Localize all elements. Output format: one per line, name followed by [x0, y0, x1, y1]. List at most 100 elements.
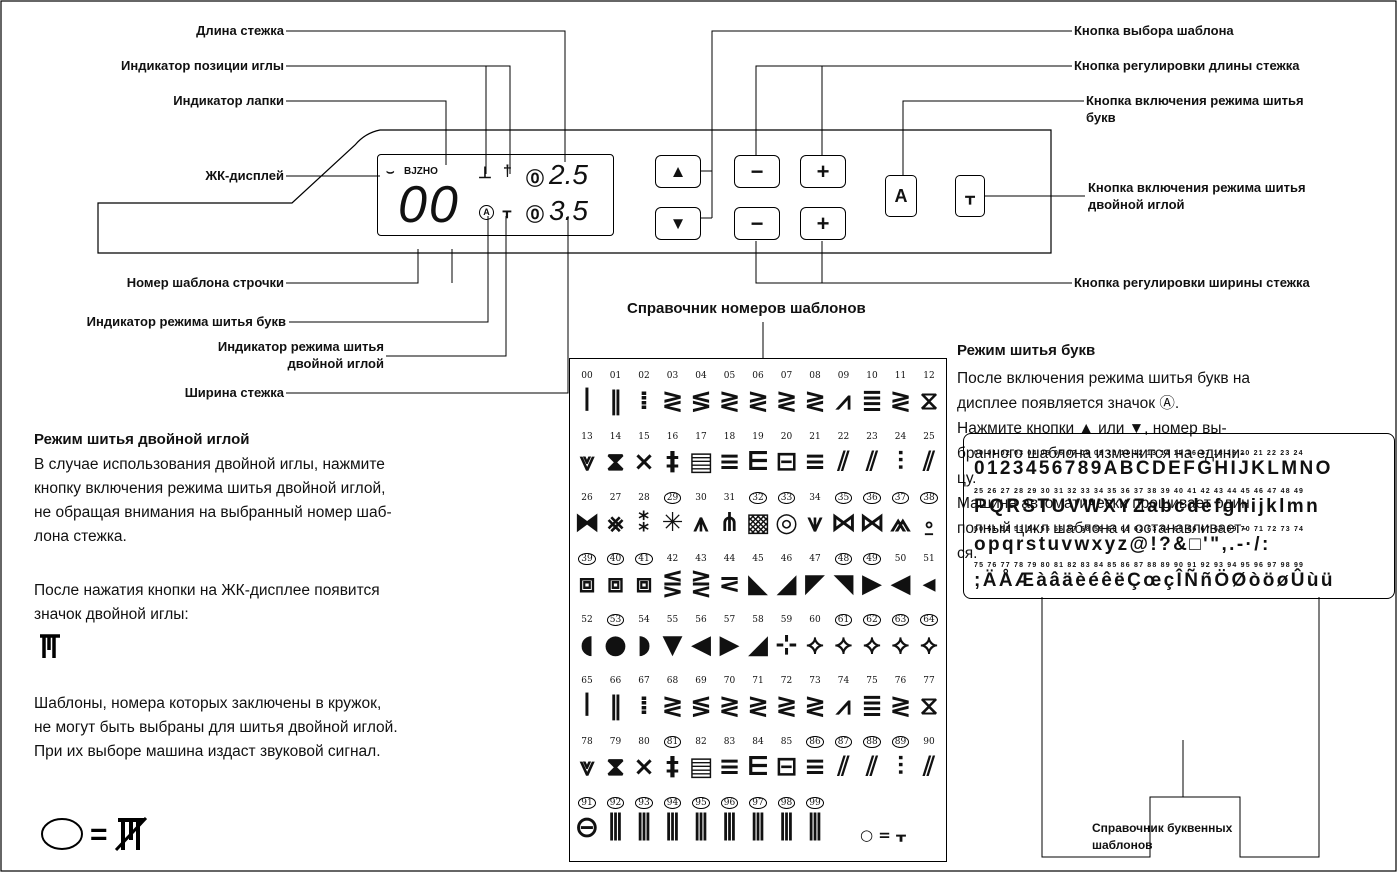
label-width-adjust-button: Кнопка регулировки ширины стежка: [1074, 275, 1310, 290]
stitch-pattern-icon: ‖: [609, 386, 622, 416]
foot-code: BJZHO: [404, 166, 438, 177]
pattern-cell: 37⩕: [888, 487, 914, 541]
pattern-number: 68: [666, 676, 679, 686]
stitch-pattern-icon: ◀: [890, 569, 911, 599]
alpha-char-row: opqrstuvwxyz@!?&□'",.-·/:: [974, 534, 1271, 555]
pattern-digits: 00: [398, 176, 460, 234]
alpha-number-row: 00 01 02 03 04 05 06 07 08 09 10 11 12 1…: [974, 450, 1304, 457]
label-twin-needle-indicator-line1: Индикатор режима шитья: [217, 339, 384, 354]
label-twin-needle-button-line1: Кнопка включения режима шитья: [1088, 180, 1306, 195]
pattern-number: 85: [780, 737, 793, 747]
length-plus-button[interactable]: +: [800, 155, 846, 188]
width-minus-button[interactable]: −: [734, 207, 780, 240]
stitch-pattern-icon: ⋈: [859, 508, 885, 538]
pattern-number: 47: [809, 554, 821, 564]
stitch-pattern-icon: ●: [604, 630, 627, 660]
twin-p2-line: значок двойной иглы:: [34, 606, 189, 623]
pattern-cell: 19⋿: [745, 426, 771, 480]
stitch-pattern-icon: ⫶: [897, 447, 904, 477]
pattern-cell: 25⫽: [916, 426, 942, 480]
pattern-cell: 29✳: [660, 487, 686, 541]
stitch-pattern-icon: ⧓: [574, 508, 600, 538]
pattern-down-button[interactable]: ▼: [655, 207, 701, 240]
stitch-pattern-icon: ⊟: [775, 752, 798, 782]
pattern-cell: 03≷: [660, 365, 686, 419]
stitch-pattern-icon: ⫶: [897, 752, 904, 782]
pattern-number: 67: [638, 676, 650, 686]
pattern-cell: 01‖: [603, 365, 629, 419]
circle-equals-no-twin-needle-icon: =: [40, 812, 180, 861]
label-pattern-select-button: Кнопка выбора шаблона: [1074, 23, 1234, 38]
pattern-number: 76: [894, 676, 907, 686]
stitch-pattern-icon: 〡: [574, 386, 601, 416]
pattern-cell: 73≷: [802, 670, 828, 724]
pattern-cell: 33◎: [774, 487, 800, 541]
twin-needle-icon: ᚁ: [503, 203, 511, 220]
stitch-pattern-icon: ⨯: [633, 752, 655, 782]
letter-mode-button[interactable]: A: [885, 175, 917, 217]
label-foot-indicator: Индикатор лапки: [173, 93, 284, 108]
alpha-char-row: 0123456789ABCDEFGHIJKLMNO: [974, 458, 1333, 479]
stitch-pattern-icon: ≡: [718, 447, 741, 477]
twin-p2-line: После нажатия кнопки на ЖК-дисплее появи…: [34, 582, 380, 599]
stitch-pattern-icon: ≷: [804, 691, 826, 721]
pattern-number: 05: [723, 371, 736, 381]
pattern-number: 63: [891, 614, 910, 626]
pattern-number: 21: [809, 432, 821, 442]
pattern-number: 88: [863, 736, 881, 748]
pattern-cell: 04≶: [688, 365, 714, 419]
stitch-pattern-icon: ⧈: [635, 569, 653, 599]
width-plus-button[interactable]: +: [800, 207, 846, 240]
stitch-pattern-icon: ⋛: [690, 569, 712, 599]
pattern-cell: 11≷: [888, 365, 914, 419]
pattern-cell: 50◀: [888, 548, 914, 602]
pattern-cell: 12⧖: [916, 365, 942, 419]
pattern-number: 26: [581, 493, 593, 503]
pattern-cell: 70≷: [717, 670, 743, 724]
pattern-number: 24: [894, 432, 907, 442]
pattern-cell: 87⫽: [831, 731, 857, 785]
pattern-number: 51: [923, 554, 935, 564]
pattern-cell: 90⫽: [916, 731, 942, 785]
stitch-pattern-icon: ◖: [580, 630, 594, 660]
stitch-pattern-icon: ≷: [747, 386, 769, 416]
stitch-pattern-icon: ‖: [609, 691, 622, 721]
pattern-number: 20: [780, 432, 793, 442]
pattern-cell: 02⁞: [631, 365, 657, 419]
stitch-pattern-icon: ▶: [862, 569, 882, 599]
stitch-pattern-icon: ⧗: [606, 447, 625, 477]
stitch-width-icon: ⓪: [526, 205, 544, 225]
twin-p1-line: В случае использования двойной иглы, наж…: [34, 456, 385, 473]
stitch-pattern-icon: ⧈: [607, 569, 624, 599]
pattern-cell: 79⧗: [603, 731, 629, 785]
pattern-number: 10: [866, 371, 878, 381]
pattern-number: 62: [863, 614, 881, 626]
pattern-number: 14: [609, 432, 622, 442]
pattern-number: 91: [578, 797, 596, 809]
alpha-char-row: PQRSTUVWXYZabcdefghijklmn: [974, 496, 1321, 517]
pattern-number: 52: [581, 615, 593, 625]
needle-left-position-icon: ⊥: [478, 165, 492, 182]
length-minus-button[interactable]: −: [734, 155, 780, 188]
twin-needle-button[interactable]: ᚁ: [955, 175, 985, 217]
letter-chart-caption-line2: шаблонов: [1092, 838, 1153, 852]
pattern-cell: 77⧖: [916, 670, 942, 724]
pattern-cell: 05≷: [717, 365, 743, 419]
pattern-cell: 86≡: [802, 731, 828, 785]
pattern-number: 94: [663, 797, 682, 809]
stitch-pattern-icon: ◢: [748, 630, 768, 660]
pattern-cell: 78⩔: [574, 731, 600, 785]
pattern-cell: 99⫼: [802, 792, 828, 846]
pattern-up-button[interactable]: ▲: [655, 155, 701, 188]
letter-mode-heading: Режим шитья букв: [957, 342, 1096, 359]
pattern-cell: 21≡: [802, 426, 828, 480]
label-letter-mode-button-line2: букв: [1086, 110, 1116, 125]
pattern-number: 83: [723, 737, 736, 747]
pattern-cell: 30⩚: [688, 487, 714, 541]
pattern-cell: 22⫽: [831, 426, 857, 480]
pattern-cell: 09⩘: [831, 365, 857, 419]
pattern-number: 29: [663, 492, 682, 504]
stitch-pattern-icon: ≷: [718, 691, 741, 721]
